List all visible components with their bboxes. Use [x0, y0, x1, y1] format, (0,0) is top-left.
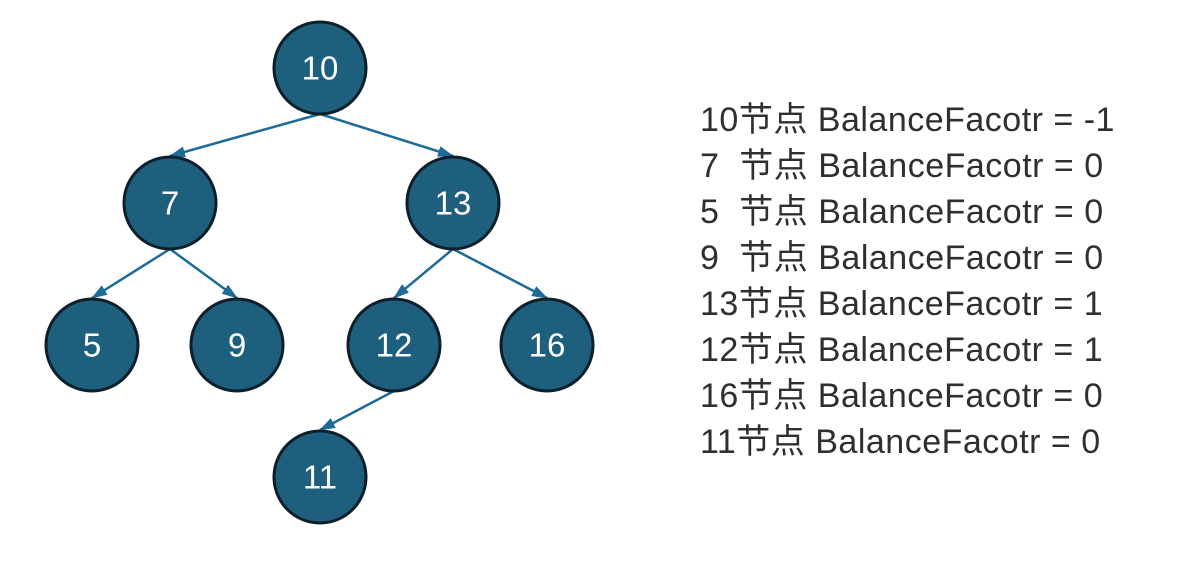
tree-node-label: 16	[529, 327, 566, 364]
tree-edge-13-12	[393, 248, 454, 299]
tree-node-5: 5	[44, 297, 140, 393]
tree-node-circle	[346, 297, 442, 393]
balance-line: 5 节点 BalanceFacotr = 0	[700, 193, 1104, 231]
tree-node-16: 16	[499, 297, 595, 393]
tree-diagram: 10 7 13 5 9 12 16 11	[44, 20, 595, 525]
tree-node-11: 11	[272, 429, 368, 525]
tree-edge-13-16	[452, 247, 548, 300]
tree-node-label: 9	[228, 327, 246, 364]
tree-node-circle	[499, 297, 595, 393]
balance-factor-panel: 10节点 BalanceFacotr = -1 7 节点 BalanceFaco…	[700, 97, 1115, 465]
tree-edge-7-5	[91, 247, 171, 300]
balance-line: 12节点 BalanceFacotr = 1	[700, 331, 1104, 369]
tree-node-circle	[405, 155, 501, 251]
tree-edge-12-11	[319, 389, 395, 432]
tree-node-label: 11	[303, 459, 337, 496]
tree-node-label: 10	[302, 50, 339, 87]
tree-node-circle	[272, 20, 368, 116]
tree-node-circle	[189, 297, 285, 393]
tree-node-circle	[44, 297, 140, 393]
balance-line: 7 节点 BalanceFacotr = 0	[700, 147, 1104, 185]
balance-line: 10节点 BalanceFacotr = -1	[700, 101, 1115, 139]
tree-edge-10-7	[169, 112, 321, 158]
tree-node-label: 5	[83, 327, 101, 364]
tree-node-circle	[272, 429, 368, 525]
tree-edge-7-9	[169, 247, 238, 300]
balance-line: 11节点 BalanceFacotr = 0	[700, 423, 1101, 461]
tree-node-12: 12	[346, 297, 442, 393]
tree-edge-10-13	[319, 112, 454, 158]
tree-node-label: 7	[161, 185, 179, 222]
tree-node-label: 12	[376, 327, 413, 364]
tree-node-circle	[122, 155, 218, 251]
tree-node-10: 10	[272, 20, 368, 116]
balance-line: 16节点 BalanceFacotr = 0	[700, 377, 1104, 415]
tree-node-7: 7	[122, 155, 218, 251]
tree-node-label: 13	[435, 185, 472, 222]
tree-node-13: 13	[405, 155, 501, 251]
tree-node-9: 9	[189, 297, 285, 393]
balance-line: 13节点 BalanceFacotr = 1	[700, 285, 1104, 323]
balance-line: 9 节点 BalanceFacotr = 0	[700, 239, 1104, 277]
